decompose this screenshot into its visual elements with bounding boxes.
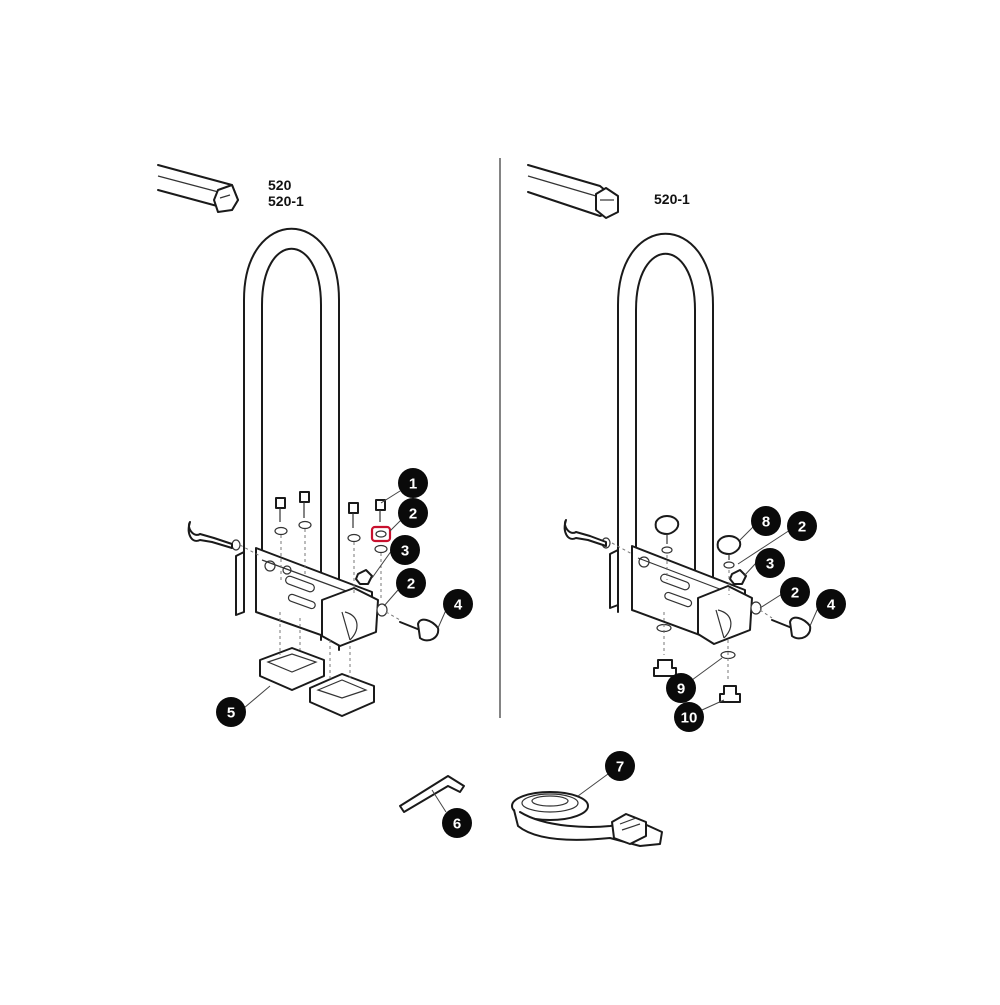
svg-text:8: 8 — [762, 514, 770, 531]
right-roof-bar — [527, 164, 619, 219]
highlighted-washer-marker — [370, 525, 392, 543]
callout-7: 7 — [605, 751, 635, 781]
callout-2-lower-right: 2 — [780, 577, 810, 607]
left-upright-tube — [243, 227, 340, 651]
callout-9: 9 — [666, 673, 696, 703]
callout-8: 8 — [751, 506, 781, 536]
leader-allen-key — [431, 789, 447, 813]
callout-10: 10 — [674, 702, 704, 732]
left-model-label-2: 520-1 — [268, 193, 304, 209]
svg-text:2: 2 — [407, 576, 415, 593]
right-knob-right — [771, 616, 812, 640]
svg-text:9: 9 — [677, 681, 685, 698]
svg-text:1: 1 — [409, 476, 417, 493]
cam-strap — [511, 791, 663, 847]
left-knob-left — [187, 521, 233, 549]
left-bolts — [275, 491, 386, 528]
left-roof-bar — [157, 164, 239, 213]
svg-text:2: 2 — [409, 506, 417, 523]
right-base-bracket — [609, 545, 753, 645]
callout-4-right: 4 — [816, 589, 846, 619]
svg-text:3: 3 — [766, 556, 774, 573]
svg-text:4: 4 — [827, 597, 836, 614]
callout-4-left: 4 — [443, 589, 473, 619]
left-panel: 520 520-1 — [157, 164, 447, 717]
left-washers — [231, 520, 388, 617]
callout-2-upper-right: 2 — [787, 511, 817, 541]
right-upright-tube — [617, 232, 714, 641]
callout-2-lower-left: 2 — [396, 568, 426, 598]
highlighted-washer — [375, 530, 387, 538]
right-t-bolts — [653, 659, 741, 703]
left-knob-right — [399, 618, 440, 642]
svg-text:4: 4 — [454, 597, 463, 614]
svg-text:2: 2 — [798, 519, 806, 536]
callout-1: 1 — [398, 468, 428, 498]
svg-text:2: 2 — [791, 585, 799, 602]
callout-6: 6 — [442, 808, 472, 838]
right-nut — [729, 569, 747, 585]
callout-2-upper-left: 2 — [398, 498, 428, 528]
svg-text:7: 7 — [616, 759, 624, 776]
callout-3-right: 3 — [755, 548, 785, 578]
left-base-bracket — [235, 547, 379, 647]
right-model-label: 520-1 — [654, 191, 690, 207]
leader-cam-strap — [577, 773, 609, 797]
left-model-label-1: 520 — [268, 177, 292, 193]
svg-text:5: 5 — [227, 705, 235, 722]
right-panel: 520-1 — [527, 164, 819, 711]
svg-text:6: 6 — [453, 816, 461, 833]
left-assembly-guides — [239, 529, 401, 680]
left-leader-lines — [243, 490, 447, 709]
callout-3-left: 3 — [390, 535, 420, 565]
callout-5: 5 — [216, 697, 246, 727]
right-leader-lines — [691, 525, 819, 711]
left-foot-pads — [259, 647, 375, 717]
svg-text:10: 10 — [681, 710, 698, 727]
allen-key — [399, 775, 465, 813]
svg-text:3: 3 — [401, 543, 409, 560]
right-assembly-guides — [611, 542, 773, 682]
right-knob-left — [563, 519, 607, 547]
left-nut — [355, 569, 373, 585]
right-star-knobs — [654, 515, 742, 560]
